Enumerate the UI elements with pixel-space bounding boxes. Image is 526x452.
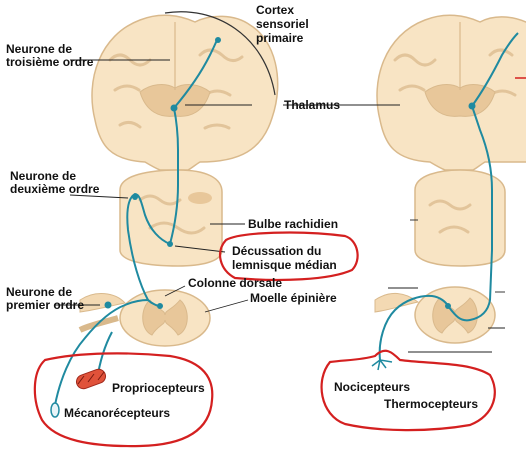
right-spinal-cord-section	[374, 286, 496, 344]
third-order-neuron-label-line2: troisième ordre	[6, 55, 94, 69]
second-order-neuron-label-line2: deuxième ordre	[10, 182, 100, 196]
left-brain-section	[91, 14, 279, 171]
leader-lines	[55, 59, 505, 353]
cortex-bracket	[164, 11, 276, 96]
proprioceptors-label: Propriocepteurs	[112, 381, 205, 395]
thalamus-label: Thalamus	[284, 98, 341, 112]
nociceptors-highlight	[320, 349, 496, 432]
right-pathway-neurons	[371, 32, 519, 371]
nociceptors-label: Nocicepteurs	[334, 380, 411, 394]
left-medulla-section	[119, 169, 223, 267]
second-order-neuron-label-line1: Neurone de	[10, 169, 77, 183]
cortex-label-line3: primaire	[256, 31, 304, 45]
decussation-label-line1: Décussation du	[232, 244, 322, 258]
left-spinal-cord-section	[78, 289, 211, 347]
mechanoreceptors-label: Mécanorécepteurs	[64, 406, 171, 420]
bulbe-rachidien-label: Bulbe rachidien	[248, 217, 339, 231]
third-order-neuron-label-line1: Neurone de	[6, 42, 73, 56]
red-annotation-circles	[33, 231, 496, 448]
cortex-label-line2: sensoriel	[256, 17, 309, 31]
right-medulla-section	[414, 169, 506, 267]
right-brain-section	[376, 14, 526, 171]
first-order-neuron-label-line1: Neurone de	[6, 285, 73, 299]
decussation-highlight	[218, 231, 359, 281]
receptors-highlight	[33, 352, 214, 448]
mechanoreceptor-icon	[50, 402, 60, 418]
cortex-label-line1: Cortex	[256, 3, 295, 17]
colonne-dorsale-label: Colonne dorsale	[188, 276, 283, 290]
proprioceptor-icon	[75, 368, 107, 390]
moelle-epiniere-label: Moelle épinière	[250, 291, 337, 305]
thermoceptors-label: Thermocepteurs	[384, 397, 479, 411]
decussation-label-line2: lemnisque médian	[232, 258, 337, 272]
first-order-neuron-label-line2: premier ordre	[6, 298, 85, 312]
